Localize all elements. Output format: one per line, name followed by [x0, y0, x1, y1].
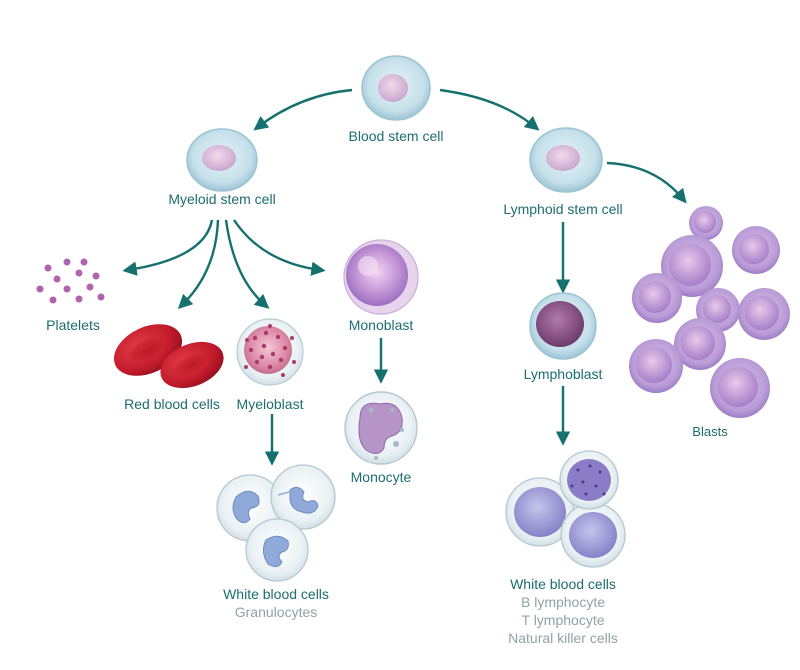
monocyte — [344, 391, 418, 465]
arrow-to-platelets — [122, 219, 214, 276]
blast-cell — [738, 288, 790, 340]
label-t-lymphocyte: T lymphocyte — [521, 612, 605, 628]
granulocytes — [216, 464, 336, 582]
label-blood-stem-cell: Blood stem cell — [348, 128, 444, 144]
blast-cell — [632, 273, 682, 323]
blast-cell — [689, 206, 723, 240]
label-monoblast: Monoblast — [348, 317, 414, 333]
label-monocyte: Monocyte — [350, 469, 412, 485]
label-blasts: Blasts — [692, 424, 728, 439]
red-blood-cells — [113, 324, 224, 389]
label-red-blood-cells: Red blood cells — [124, 396, 220, 412]
blast-cell — [674, 318, 726, 370]
blast-cell — [732, 226, 780, 274]
blast-cell — [710, 358, 770, 418]
label-myeloid-stem-cell: Myeloid stem cell — [168, 191, 276, 207]
myeloblast — [236, 318, 304, 386]
arrow-to-monoblast — [233, 219, 326, 276]
label-wbc-myeloid-title: White blood cells — [223, 586, 329, 602]
arrow-to-red-cells — [177, 219, 220, 310]
label-lymphoid-stem-cell: Lymphoid stem cell — [503, 201, 623, 217]
label-b-lymphocyte: B lymphocyte — [520, 594, 606, 610]
platelets — [36, 258, 105, 304]
label-wbc-myeloid-sub: Granulocytes — [234, 604, 318, 620]
label-platelets: Platelets — [46, 317, 100, 333]
lymphoblast — [529, 292, 597, 360]
blast-cell — [661, 235, 723, 297]
blood-stem-cell — [361, 55, 431, 121]
arrows — [122, 88, 687, 466]
myeloid-stem-cell — [186, 128, 258, 192]
blasts — [629, 206, 790, 418]
arrow-to-myeloblast — [224, 219, 270, 309]
label-wbc-lymphoid-title: White blood cells — [510, 576, 616, 592]
arrow-to-myeloid — [253, 88, 353, 131]
lymphoid-stem-cell — [529, 127, 603, 193]
arrow-to-lymphoid — [439, 88, 540, 131]
arrow-to-blasts — [606, 161, 687, 204]
blast-cell — [629, 339, 683, 393]
label-lymphoblast: Lymphoblast — [523, 366, 603, 382]
label-natural-killer-cells: Natural killer cells — [508, 630, 618, 646]
monoblast — [343, 239, 419, 315]
lymphocytes — [505, 450, 626, 568]
label-myeloblast: Myeloblast — [236, 396, 304, 412]
